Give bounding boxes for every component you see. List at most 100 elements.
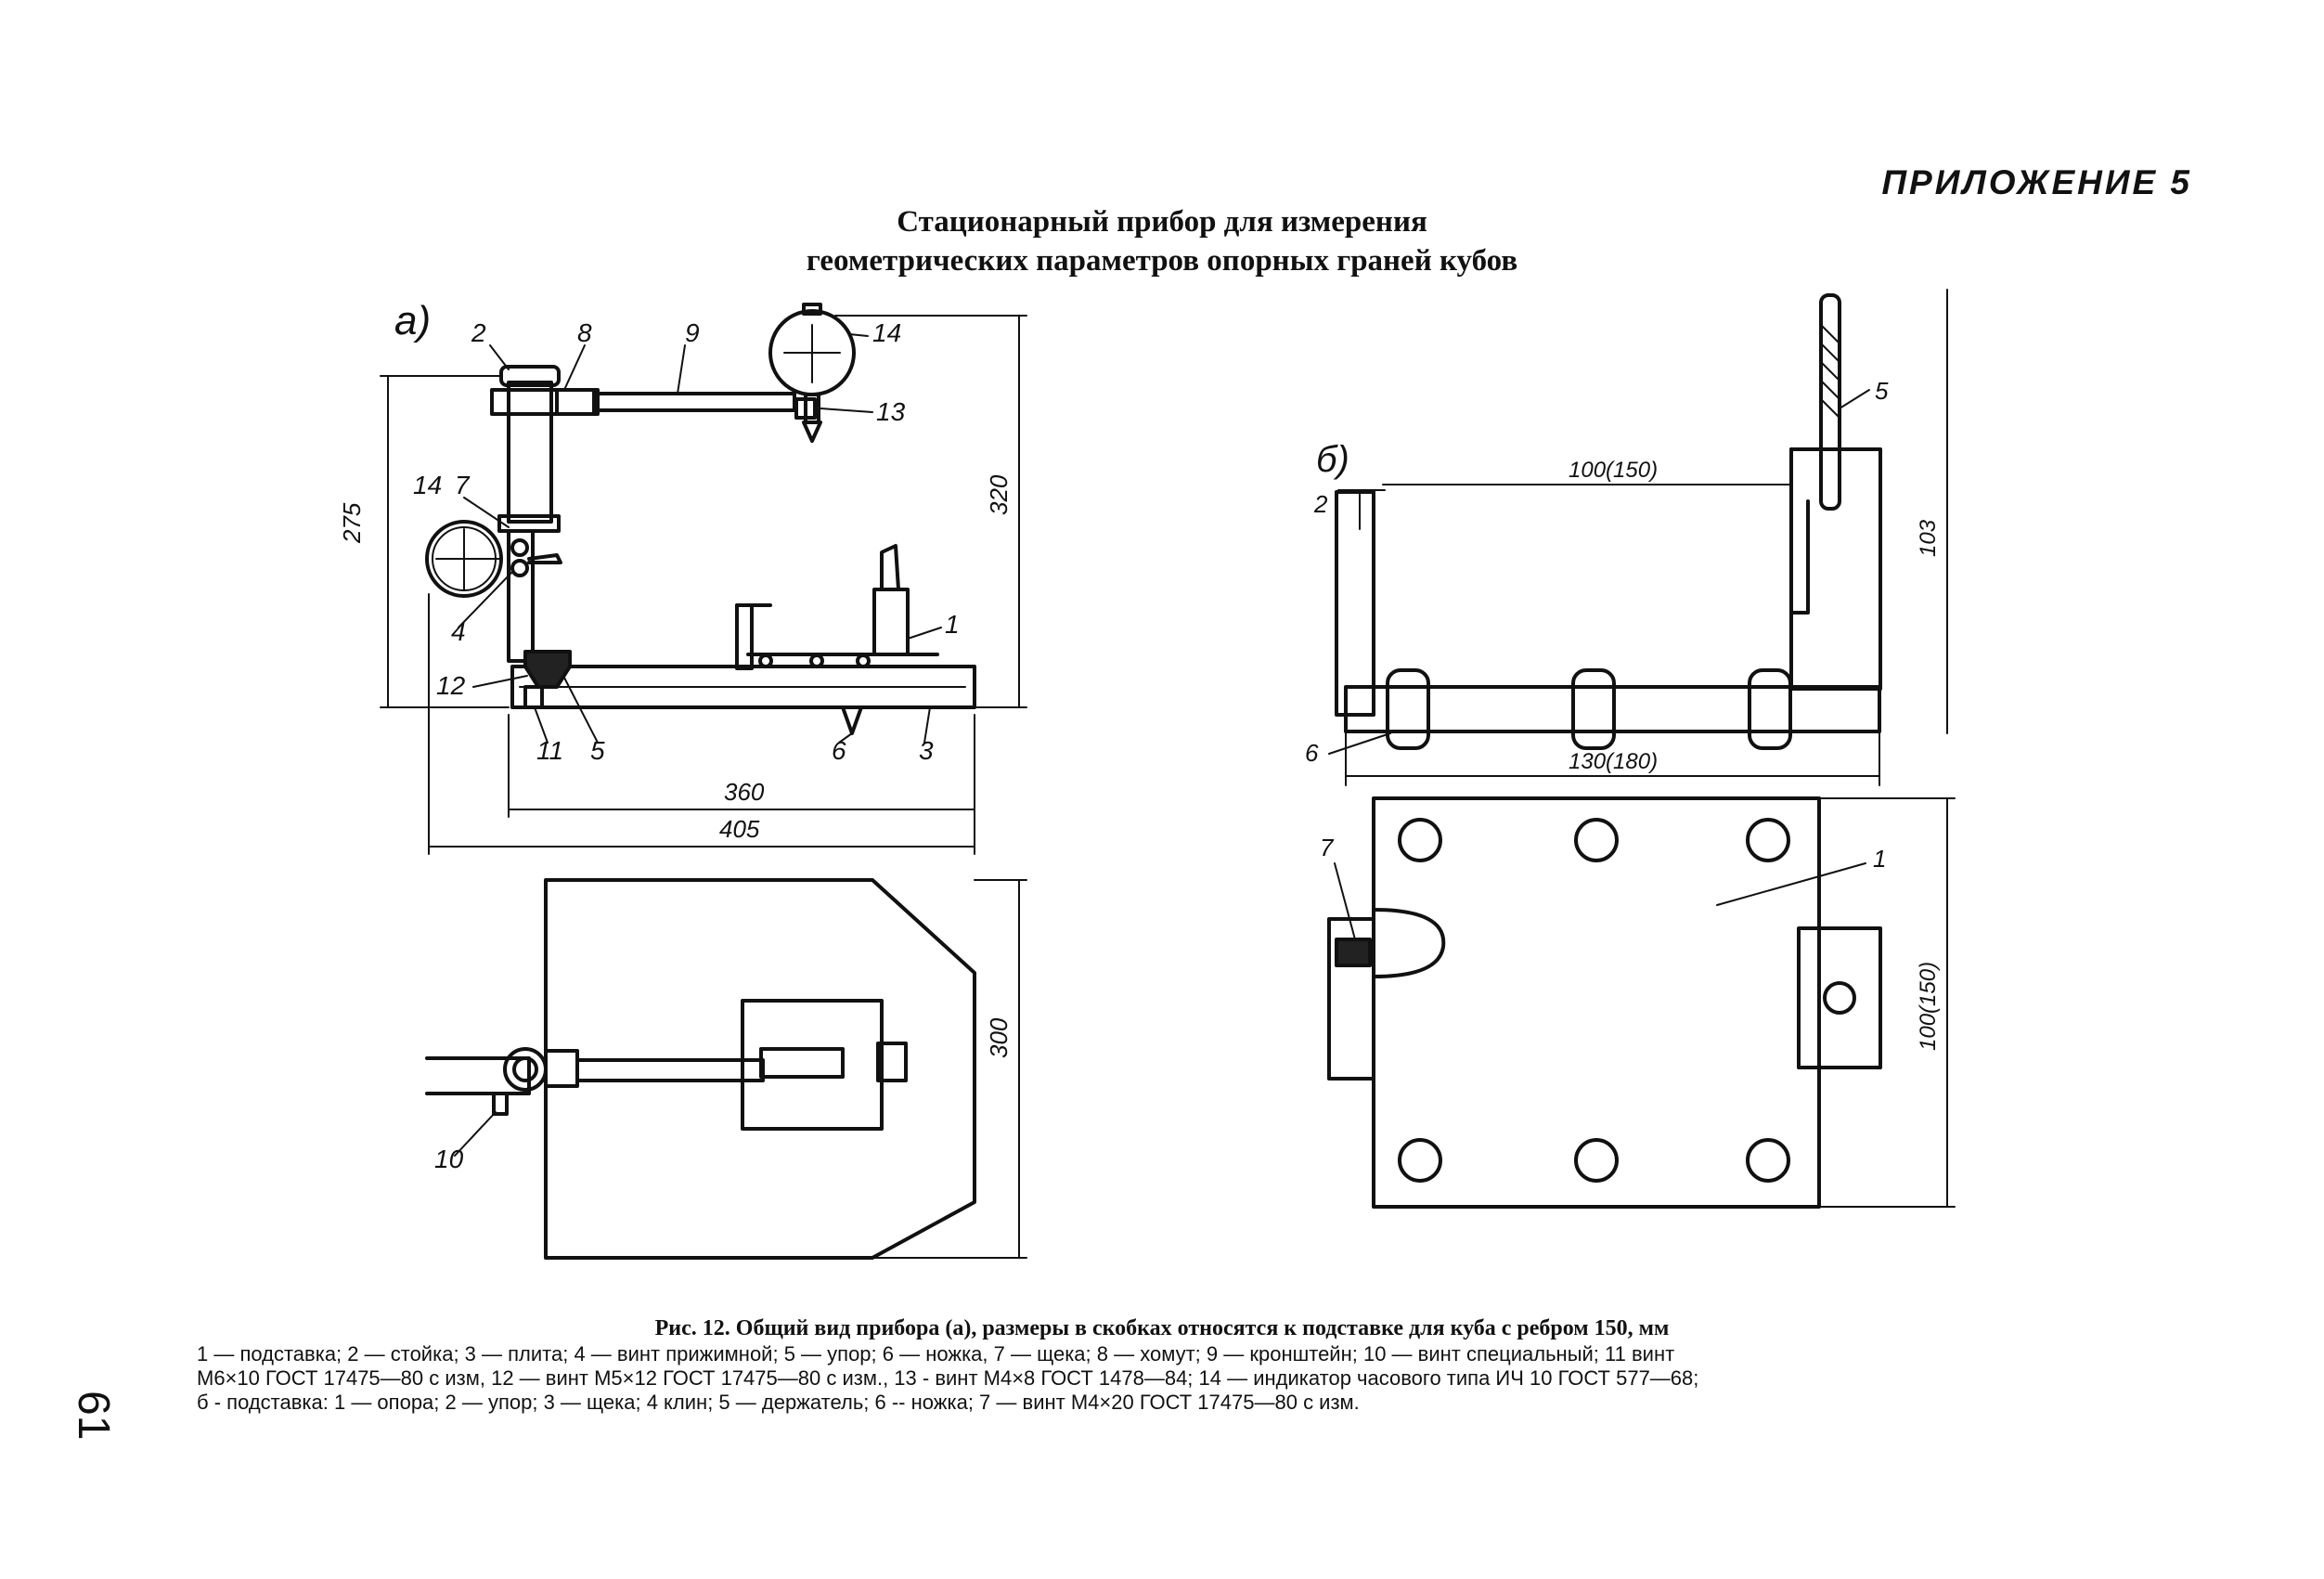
hole (1398, 1138, 1442, 1183)
clamp-8-boss (555, 388, 600, 416)
callout-5: 5 (590, 736, 605, 765)
indicator-stem-top (802, 303, 822, 316)
bracket-screw (880, 544, 900, 591)
dim-b-100: 100(150) (1569, 458, 1658, 483)
leader-b-5 (1839, 389, 1870, 409)
clamp-8 (490, 388, 596, 416)
bracket-right (872, 588, 910, 656)
callout-6: 6 (832, 736, 846, 765)
page-number: 61 (69, 1391, 118, 1441)
hole (1746, 1138, 1790, 1183)
screw-11 (523, 685, 544, 709)
view-a-plan: 300 10 (425, 878, 1027, 1260)
callout-b-6: 6 (1305, 739, 1319, 767)
bolt-b (809, 654, 824, 668)
screw-4-shaft (527, 553, 562, 564)
cheek-3 (1372, 908, 1446, 978)
callout-1: 1 (945, 610, 960, 639)
legend-line-3: б - подставка: 1 — опора; 2 — упор; 3 — … (197, 1391, 1360, 1414)
dim-b-103: 103 (1916, 519, 1941, 557)
plan-plate (544, 878, 976, 1260)
callout-10: 10 (434, 1145, 464, 1173)
figure-legend: 1 — подставка; 2 — стойка; 3 — плита; 4 … (197, 1342, 2183, 1415)
dim-b-100v: 100(150) (1916, 962, 1941, 1051)
bracket-left (735, 603, 754, 670)
leader-13 (820, 408, 873, 413)
column-upper (507, 381, 553, 524)
hole (1574, 818, 1619, 862)
stop-plan (1327, 917, 1375, 1081)
leg-6 (841, 705, 863, 735)
dim-b-130: 130(180) (1569, 749, 1658, 774)
title-line-2: геометрических параметров опорных граней… (806, 244, 1518, 278)
leader-9 (677, 344, 686, 395)
view-b-label: б) (1316, 439, 1349, 480)
callout-b-1: 1 (1873, 845, 1886, 873)
view-a-front: а) (338, 298, 1027, 855)
rod-knurl (1820, 324, 1840, 419)
screw-13 (794, 397, 817, 420)
screw-b-7 (1335, 938, 1372, 967)
view-a-label: а) (394, 298, 431, 343)
drawing-title: Стационарный прибор для измерения геомет… (0, 202, 2324, 280)
foot-left (1386, 668, 1430, 750)
leader-5 (563, 677, 599, 744)
dim-360: 360 (724, 778, 765, 806)
callout-b-5: 5 (1875, 377, 1889, 405)
leader-7 (463, 497, 510, 528)
callout-7: 7 (455, 471, 471, 499)
callout-b-2: 2 (1313, 490, 1328, 518)
dim-275: 275 (338, 502, 366, 544)
dim-300: 300 (985, 1017, 1013, 1058)
callout-9: 9 (685, 318, 700, 347)
figure-caption-heading: Рис. 12. Общий вид прибора (а), размеры … (654, 1316, 1670, 1340)
leader-b-7 (1334, 862, 1356, 940)
plan-bracket (741, 999, 884, 1131)
leader-2 (489, 344, 510, 370)
holder-5 (1789, 447, 1882, 691)
leader-6 (838, 732, 853, 744)
bolt-holes (1398, 818, 1790, 1183)
leader-8 (563, 344, 586, 391)
hole (1746, 818, 1790, 862)
dim-405: 405 (719, 815, 760, 843)
view-b-plan: 100(150) 1 7 (1320, 796, 1956, 1209)
leader-12 (472, 675, 528, 688)
plan-screw-10 (492, 1092, 509, 1116)
leader-14 (848, 333, 869, 337)
plan-slider (759, 1047, 845, 1079)
holder-plan (1797, 926, 1882, 1069)
legend-line-1: 1 — подставка; 2 — стойка; 3 — плита; 4 … (197, 1342, 1675, 1365)
plan-arm-9 (575, 1058, 765, 1082)
legend-line-2: М6×10 ГОСТ 17475—80 с изм, 12 — винт М5×… (197, 1366, 1699, 1390)
bolt-a (758, 654, 773, 668)
indicator-tip (802, 421, 822, 443)
leader-4 (458, 571, 513, 628)
arm-9 (596, 392, 796, 412)
view-b-elevation: б) 100(150) 103 130(180) 2 5 6 (1305, 289, 1948, 786)
plan-arm-left (425, 1056, 531, 1095)
callout-14-top: 14 (872, 318, 901, 347)
dim-320: 320 (985, 474, 1013, 515)
plan-column-inner (512, 1056, 538, 1082)
foot-mid (1571, 668, 1616, 750)
bolt-c (856, 654, 871, 668)
plan-clamp (544, 1049, 579, 1088)
callout-2: 2 (471, 318, 486, 347)
leader-3 (923, 706, 931, 744)
screw-4 (510, 538, 529, 557)
callout-13: 13 (876, 397, 906, 426)
leader-1 (907, 627, 942, 640)
plan-screw (876, 1042, 908, 1082)
plan-column (503, 1047, 548, 1092)
wedge-4 (1789, 447, 1810, 615)
callout-11: 11 (536, 736, 563, 765)
leader-11 (534, 706, 549, 744)
callout-b-7: 7 (1320, 834, 1335, 861)
stop-5 (523, 650, 572, 689)
foot-right (1748, 668, 1792, 750)
callout-3: 3 (919, 736, 934, 765)
hole (1574, 1138, 1619, 1183)
callout-14-side: 14 (413, 471, 442, 499)
